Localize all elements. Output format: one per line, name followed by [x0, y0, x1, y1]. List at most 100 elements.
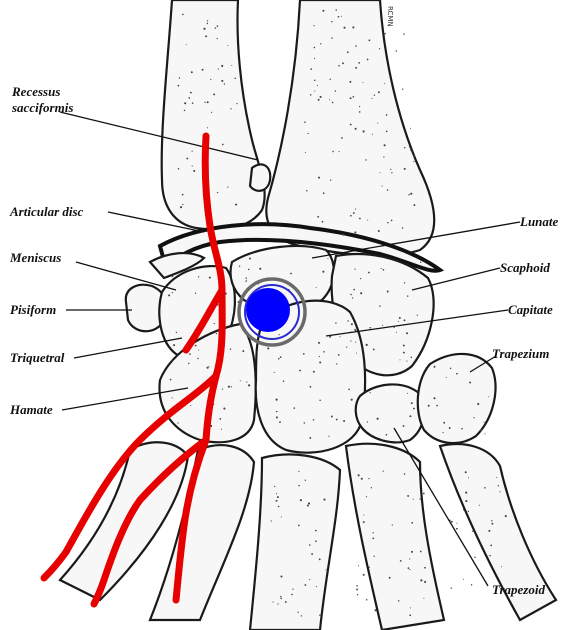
stipple-dot	[361, 478, 363, 480]
stipple-dot	[490, 545, 492, 547]
stipple-dot	[348, 388, 350, 390]
stipple-dot	[423, 598, 424, 599]
stipple-dot	[319, 356, 320, 357]
stipple-dot	[398, 321, 399, 322]
stipple-dot	[283, 380, 285, 382]
stipple-dot	[409, 614, 411, 616]
stipple-dot	[186, 158, 188, 160]
stipple-dot	[319, 615, 320, 616]
label-meniscus: Meniscus	[9, 250, 61, 265]
stipple-dot	[363, 130, 365, 132]
stipple-dot	[276, 493, 277, 494]
stipple-dot	[290, 273, 292, 275]
stipple-dot	[378, 230, 380, 232]
stipple-dot	[198, 276, 199, 277]
stipple-dot	[327, 258, 328, 259]
stipple-dot	[314, 79, 316, 81]
stipple-dot	[339, 151, 340, 152]
stipple-dot	[231, 65, 232, 66]
stipple-dot	[420, 551, 422, 553]
stipple-dot	[410, 149, 411, 150]
stipple-dot	[314, 47, 316, 49]
stipple-dot	[404, 319, 406, 321]
stipple-dot	[379, 48, 380, 49]
stipple-dot	[304, 121, 306, 123]
stipple-dot	[342, 62, 344, 64]
stipple-dot	[204, 102, 205, 103]
stipple-dot	[281, 516, 282, 517]
stipple-dot	[363, 521, 365, 523]
stipple-dot	[393, 327, 394, 328]
stipple-dot	[291, 594, 293, 596]
stipple-dot	[343, 420, 345, 422]
stipple-dot	[273, 602, 274, 603]
stipple-dot	[331, 21, 332, 22]
stipple-dot	[184, 102, 186, 104]
stipple-dot	[359, 106, 360, 107]
stipple-dot	[249, 258, 251, 260]
stipple-dot	[491, 523, 493, 525]
stipple-dot	[172, 292, 173, 293]
stipple-dot	[489, 555, 491, 557]
stipple-dot	[176, 332, 177, 333]
stipple-dot	[396, 332, 397, 333]
stipple-dot	[456, 373, 458, 375]
stipple-dot	[309, 579, 310, 580]
stipple-dot	[400, 359, 401, 360]
stipple-dot	[336, 363, 337, 364]
stipple-dot	[300, 499, 302, 501]
stipple-dot	[168, 294, 170, 296]
stipple-dot	[341, 137, 343, 139]
metacarpal-3	[250, 454, 340, 630]
stipple-dot	[332, 151, 334, 153]
stipple-dot	[351, 323, 353, 325]
stipple-dot	[277, 496, 279, 498]
stipple-dot	[307, 505, 309, 507]
stipple-dot	[239, 266, 240, 267]
stipple-dot	[354, 269, 355, 270]
stipple-dot	[309, 386, 311, 388]
label-scaphoid: Scaphoid	[500, 260, 550, 275]
stipple-dot	[339, 336, 340, 337]
stipple-dot	[298, 485, 300, 487]
stipple-dot	[382, 325, 383, 326]
stipple-dot	[207, 367, 209, 369]
stipple-dot	[367, 421, 368, 422]
stipple-dot	[299, 370, 301, 372]
stipple-dot	[280, 596, 281, 597]
stipple-dot	[198, 350, 199, 351]
stipple-dot	[329, 99, 330, 100]
stipple-dot	[278, 334, 279, 335]
stipple-dot	[417, 314, 418, 315]
stipple-dot	[236, 103, 237, 104]
stipple-dot	[409, 558, 410, 559]
stipple-dot	[407, 393, 408, 394]
stipple-dot	[413, 204, 415, 206]
stipple-dot	[390, 169, 391, 170]
stipple-dot	[214, 323, 215, 324]
stipple-dot	[192, 102, 194, 104]
stipple-dot	[320, 43, 321, 44]
trapezoid-bone	[356, 384, 424, 442]
stipple-dot	[315, 530, 317, 532]
stipple-dot	[443, 422, 445, 424]
stipple-dot	[230, 348, 231, 349]
stipple-dot	[349, 81, 351, 83]
stipple-dot	[371, 487, 372, 488]
stipple-dot	[245, 277, 246, 278]
stipple-dot	[377, 418, 379, 420]
stipple-dot	[428, 405, 430, 407]
stipple-dot	[372, 538, 374, 540]
stipple-dot	[351, 399, 353, 401]
stipple-dot	[323, 499, 325, 501]
stipple-dot	[192, 151, 193, 152]
stipple-dot	[248, 384, 250, 386]
stipple-dot	[222, 388, 223, 389]
stipple-dot	[292, 588, 293, 589]
stipple-dot	[190, 405, 191, 406]
stipple-dot	[355, 128, 357, 130]
stipple-dot	[436, 405, 438, 407]
stipple-dot	[484, 487, 486, 489]
label-articular-disc: Articular disc	[9, 204, 84, 219]
stipple-dot	[363, 574, 365, 576]
